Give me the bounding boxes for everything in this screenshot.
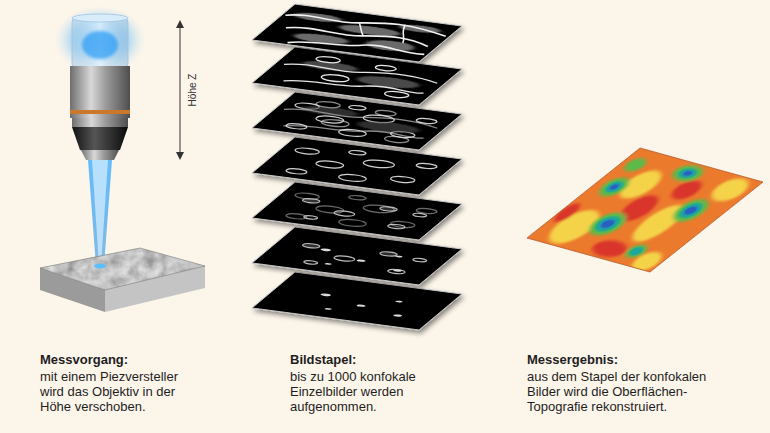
slice-plane	[252, 137, 462, 195]
step-description: aus dem Stapel der konfokalen Bilder wir…	[527, 369, 722, 414]
slice-content	[257, 9, 453, 60]
slice-content	[306, 246, 418, 274]
arrow-line	[180, 26, 181, 154]
light-spot	[94, 264, 106, 269]
slice-plane	[252, 227, 462, 285]
objective-ring	[70, 110, 130, 114]
block-outline	[40, 248, 205, 290]
objective-tip	[81, 150, 119, 160]
objective	[54, 6, 146, 160]
step-description-holder: bis zu 1000 konfokale Einzelbilder werde…	[290, 369, 460, 414]
topo-edge	[527, 148, 763, 272]
slice-plane	[252, 272, 462, 330]
image-slice	[252, 182, 462, 240]
topography	[525, 148, 763, 274]
arrow-head	[176, 152, 184, 160]
slice-content	[284, 241, 431, 277]
topo-pit	[570, 159, 732, 243]
image-slice	[252, 4, 462, 62]
objective-top	[72, 18, 128, 68]
slice-content	[265, 98, 450, 145]
step-description-holder: mit einem Piezversteller wird das Objekt…	[40, 369, 205, 414]
image-slice	[252, 47, 462, 105]
arrow-head	[176, 20, 184, 28]
light-beam-core	[92, 160, 108, 266]
image-slice	[252, 137, 462, 195]
step-description: mit einem Piezversteller wird das Objekt…	[40, 369, 205, 414]
height-arrow	[176, 20, 184, 160]
step-heading-holder: Messergebnis:	[527, 352, 722, 368]
slice-plane	[252, 4, 462, 62]
objective-collar	[72, 118, 128, 127]
light-beam	[88, 160, 112, 266]
slice-plane	[252, 47, 462, 105]
axis-label-holder: Höhe Z	[187, 74, 199, 107]
axis-label: Höhe Z	[187, 74, 199, 107]
objective-body	[70, 66, 130, 118]
image-slice	[252, 92, 462, 150]
step-description: bis zu 1000 konfokale Einzelbilder werde…	[290, 369, 460, 414]
objective-rim	[72, 14, 128, 22]
image-stack	[252, 4, 462, 330]
slice-plane	[252, 92, 462, 150]
step-heading: Messergebnis:	[527, 352, 722, 368]
topo-low	[540, 151, 745, 261]
topo-mid	[529, 161, 710, 260]
step-heading: Bildstapel:	[290, 352, 460, 368]
step-heading: Messvorgang:	[40, 352, 205, 368]
sample-block	[38, 246, 208, 312]
slice-plane	[252, 182, 462, 240]
step-heading-holder: Bildstapel:	[290, 352, 460, 368]
image-slice	[252, 272, 462, 330]
image-slice	[252, 227, 462, 285]
light-core	[82, 31, 118, 59]
slice-content	[306, 291, 418, 319]
step-description-holder: aus dem Stapel der konfokalen Bilder wir…	[527, 369, 722, 414]
step-heading-holder: Messvorgang:	[40, 352, 205, 368]
light-glow	[54, 6, 146, 74]
topo-pit-rim	[549, 156, 738, 258]
block-surface	[38, 246, 208, 292]
objective-nose	[72, 127, 128, 150]
topo-base	[527, 148, 763, 272]
